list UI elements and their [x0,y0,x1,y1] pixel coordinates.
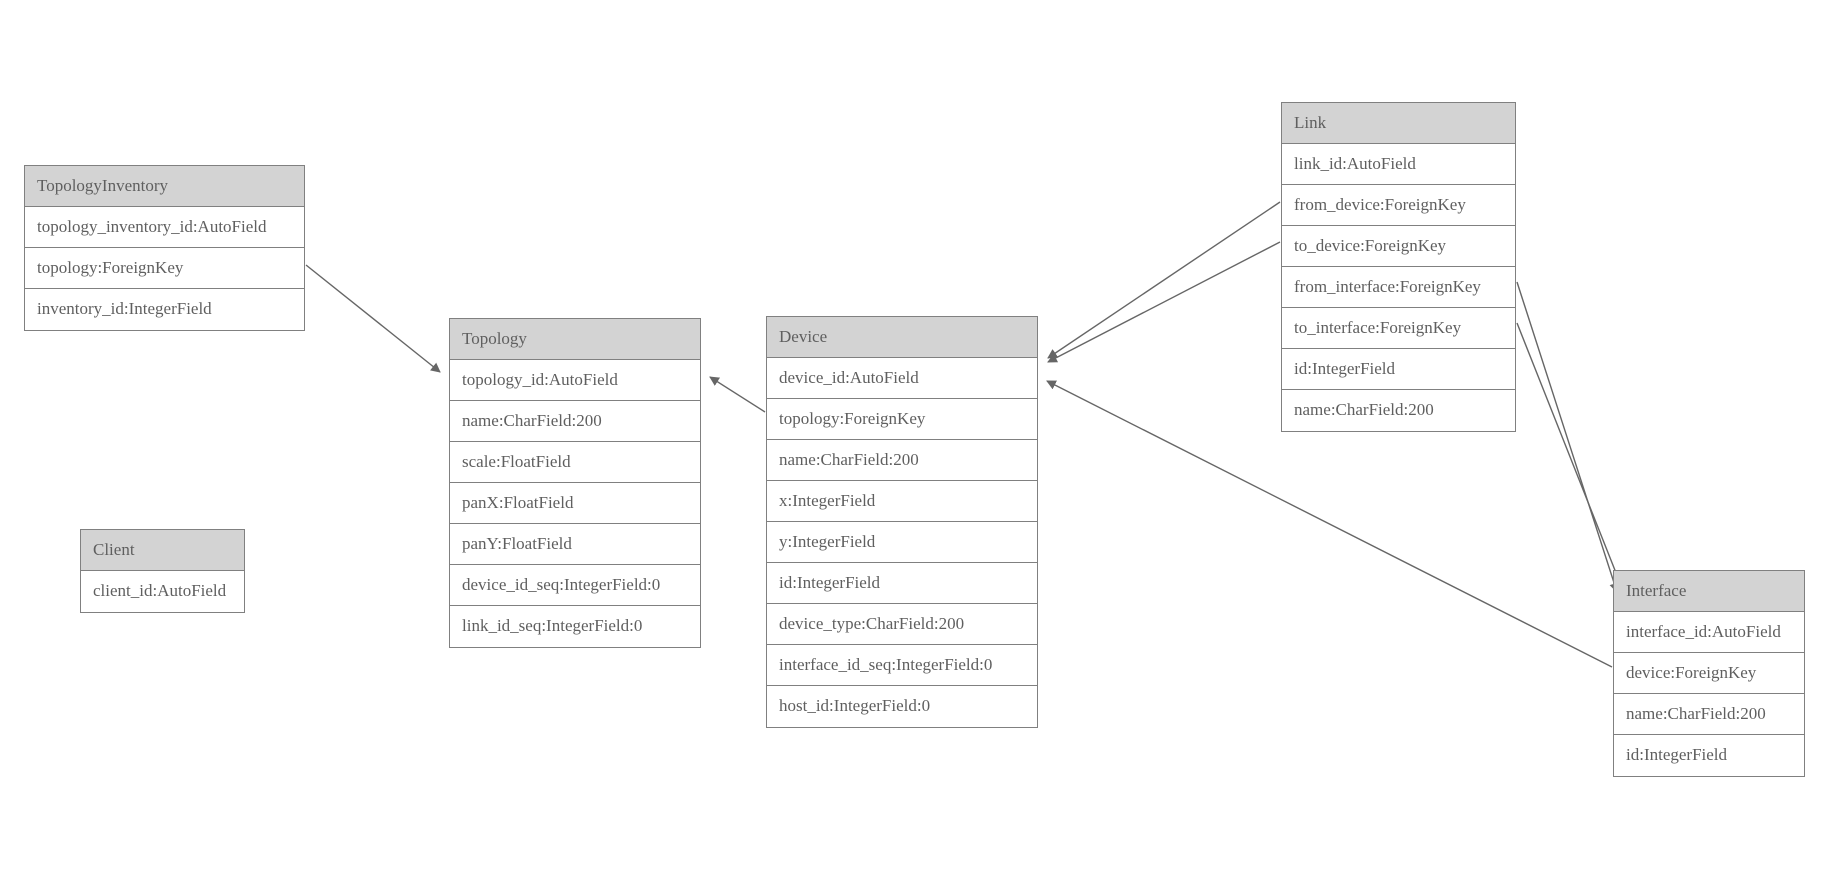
entity-field: from_interface:ForeignKey [1282,267,1515,308]
entity-field: topology:ForeignKey [767,399,1037,440]
entity-title-topology_inventory: TopologyInventory [25,166,304,207]
entity-field: name:CharField:200 [1282,390,1515,431]
entity-field: topology:ForeignKey [25,248,304,289]
entity-field: link_id_seq:IntegerField:0 [450,606,700,647]
entity-field: client_id:AutoField [81,571,244,612]
entity-field: panY:FloatField [450,524,700,565]
entity-field: topology_id:AutoField [450,360,700,401]
entity-field: device_type:CharField:200 [767,604,1037,645]
entity-field: id:IntegerField [767,563,1037,604]
entity-title-device: Device [767,317,1037,358]
entity-field: interface_id:AutoField [1614,612,1804,653]
edge-link-from-device [1047,201,1281,359]
entity-field: link_id:AutoField [1282,144,1515,185]
entity-title-client: Client [81,530,244,571]
entity-field: inventory_id:IntegerField [25,289,304,330]
edge-topologyinventory-topology [305,264,441,373]
entity-title-interface: Interface [1614,571,1804,612]
entity-field: name:CharField:200 [1614,694,1804,735]
edge-link-to-interface [1516,322,1626,594]
entity-field: topology_inventory_id:AutoField [25,207,304,248]
edge-link-to-device [1047,241,1281,363]
entity-field: name:CharField:200 [450,401,700,442]
entity-field: scale:FloatField [450,442,700,483]
entity-field: to_interface:ForeignKey [1282,308,1515,349]
entity-field: host_id:IntegerField:0 [767,686,1037,727]
entity-field: device:ForeignKey [1614,653,1804,694]
entity-field: id:IntegerField [1614,735,1804,776]
entity-field: y:IntegerField [767,522,1037,563]
edge-link-from-interface [1516,281,1619,593]
entity-field: to_device:ForeignKey [1282,226,1515,267]
entity-title-topology: Topology [450,319,700,360]
edge-device-topology [709,376,766,413]
entity-title-link: Link [1282,103,1515,144]
entity-field: name:CharField:200 [767,440,1037,481]
entity-field: device_id_seq:IntegerField:0 [450,565,700,606]
entity-field: from_device:ForeignKey [1282,185,1515,226]
entity-field: panX:FloatField [450,483,700,524]
entity-field: device_id:AutoField [767,358,1037,399]
entity-field: id:IntegerField [1282,349,1515,390]
entity-field: x:IntegerField [767,481,1037,522]
entity-field: interface_id_seq:IntegerField:0 [767,645,1037,686]
